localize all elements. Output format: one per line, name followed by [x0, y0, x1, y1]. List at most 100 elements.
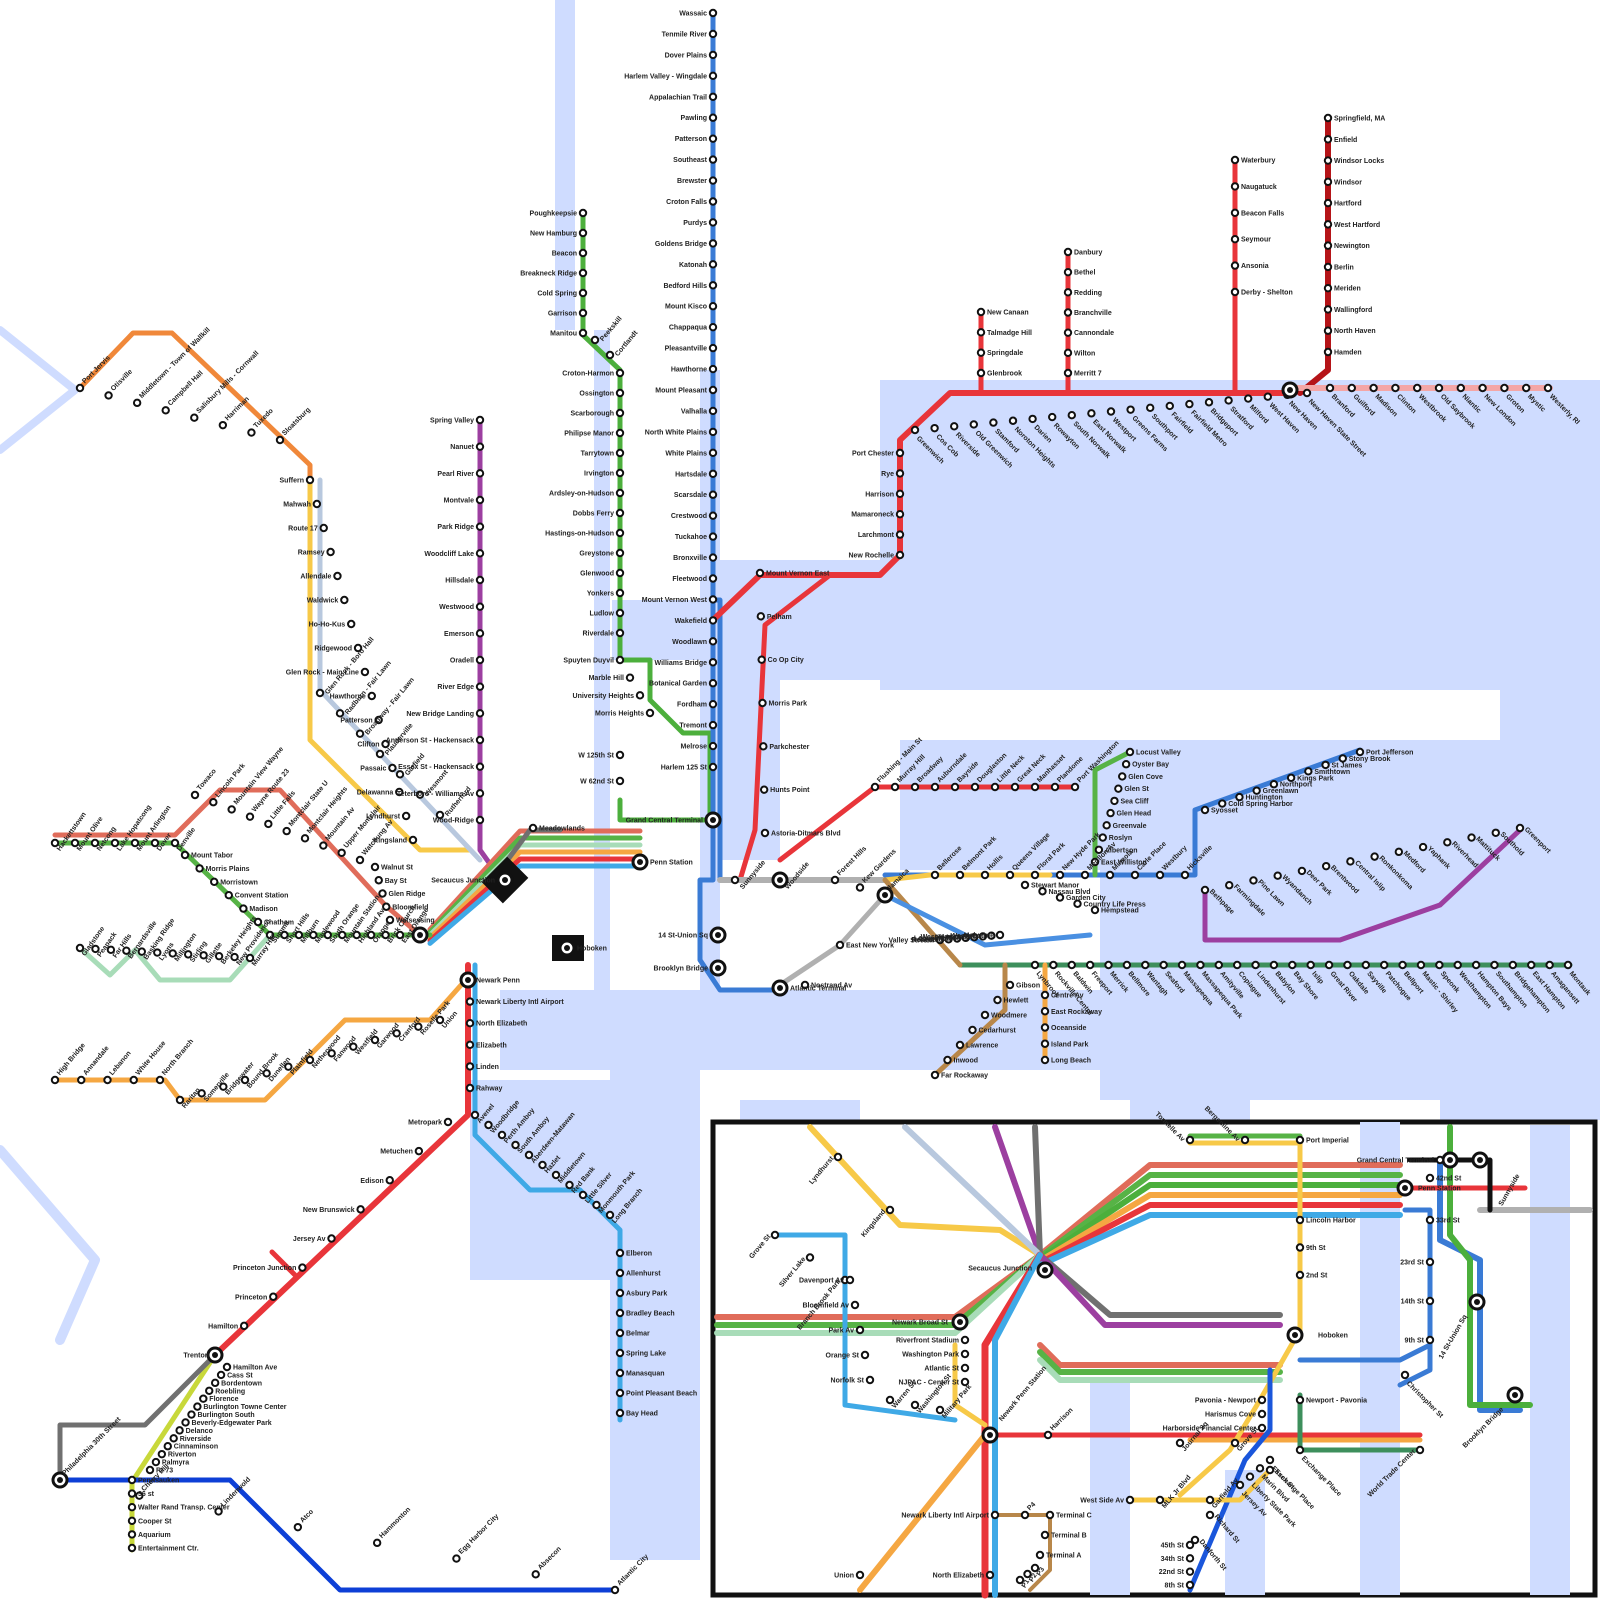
- station-breakneck-ridge[interactable]: [580, 270, 586, 276]
- station-groton[interactable]: [1501, 385, 1507, 391]
- station-hartsdale[interactable]: [710, 471, 716, 477]
- station-florence[interactable]: [200, 1395, 206, 1401]
- station-egg-harbor-city[interactable]: [453, 1555, 459, 1561]
- station-great-neck[interactable]: [1012, 784, 1018, 790]
- station-north-white-plains[interactable]: [710, 429, 716, 435]
- station-seaford[interactable]: [1160, 962, 1166, 968]
- station-irvington[interactable]: [617, 470, 623, 476]
- station-pearl-river[interactable]: [477, 470, 483, 476]
- station-w-62nd-st[interactable]: [617, 778, 623, 784]
- station-pelham[interactable]: [758, 613, 764, 619]
- station-radburn-fair-lawn[interactable]: [337, 710, 343, 716]
- station-hartford[interactable]: [1325, 200, 1331, 206]
- station-long-beach[interactable]: [1042, 1057, 1048, 1063]
- station-mount-tabor[interactable]: [182, 852, 188, 858]
- station-mystic[interactable]: [1523, 385, 1529, 391]
- station-medford[interactable]: [1396, 849, 1402, 855]
- station-harrison[interactable]: [897, 491, 903, 497]
- station-convent-station[interactable]: [226, 892, 232, 898]
- station-45th-st[interactable]: [1187, 1542, 1193, 1548]
- station-garfield-av[interactable]: [1207, 1497, 1213, 1503]
- station-yonkers[interactable]: [617, 590, 623, 596]
- station-harrison[interactable]: [1045, 1432, 1051, 1438]
- station-southampton[interactable]: [1491, 962, 1497, 968]
- station-silver-lake[interactable]: [807, 1254, 813, 1260]
- station-madison[interactable]: [240, 905, 246, 911]
- station-lincoln-harbor[interactable]: [1297, 1217, 1303, 1223]
- station-pine-lawn[interactable]: [1250, 877, 1256, 883]
- station-montclair-state-u[interactable]: [283, 828, 289, 834]
- station-valhalla[interactable]: [710, 408, 716, 414]
- hub-newark-penn[interactable]: [461, 973, 475, 987]
- station-beverly-edgewater-park[interactable]: [182, 1419, 188, 1425]
- hub-new-haven[interactable]: [1283, 383, 1297, 397]
- station-orange-st[interactable]: [862, 1352, 868, 1358]
- station-new-haven-state-street[interactable]: [1304, 390, 1310, 396]
- station-lyndhurst[interactable]: [403, 813, 409, 819]
- station-garfield[interactable]: [397, 771, 403, 777]
- station-merillon-av[interactable]: [1082, 872, 1088, 878]
- station-st-james[interactable]: [1322, 762, 1328, 768]
- station-glen-rock-boro-hall[interactable]: [317, 690, 323, 696]
- station-greens-farms[interactable]: [1127, 406, 1133, 412]
- station-marble-hill[interactable]: [627, 674, 633, 680]
- station-woodcliff-lake[interactable]: [477, 550, 483, 556]
- station-montvale[interactable]: [477, 497, 483, 503]
- station-perth-amboy[interactable]: [499, 1132, 505, 1138]
- station-new-rochelle[interactable]: [897, 552, 903, 558]
- station-morristown[interactable]: [211, 879, 217, 885]
- station-2nd-st[interactable]: [1297, 1272, 1303, 1278]
- station-mount-kisco[interactable]: [710, 303, 716, 309]
- station-west-hartford[interactable]: [1325, 221, 1331, 227]
- station-atlantic-st[interactable]: [962, 1365, 968, 1371]
- station-katonah[interactable]: [710, 261, 716, 267]
- station-lincoln-park[interactable]: [210, 799, 216, 805]
- station-waldwick[interactable]: [341, 597, 347, 603]
- station-mountain-view-wayne[interactable]: [228, 806, 234, 812]
- station-greenport[interactable]: [1517, 825, 1523, 831]
- station-southport[interactable]: [1147, 405, 1153, 411]
- station-middletown[interactable]: [553, 1172, 559, 1178]
- station-watchung-av[interactable]: [357, 857, 363, 863]
- station-harriman[interactable]: [220, 422, 226, 428]
- station-co-op-city[interactable]: [758, 656, 764, 662]
- station-bloomfield-av[interactable]: [852, 1302, 858, 1308]
- station-rye[interactable]: [897, 470, 903, 476]
- station-belmar[interactable]: [617, 1330, 623, 1336]
- station-tenmile-river[interactable]: [710, 31, 716, 37]
- station-kingsland[interactable]: [887, 1207, 893, 1213]
- station-hawthorne[interactable]: [710, 366, 716, 372]
- station-harlem-125-st[interactable]: [710, 764, 716, 770]
- station-centre-av[interactable]: [1042, 992, 1048, 998]
- station-essex-st-hackensack[interactable]: [477, 763, 483, 769]
- station-salisbury-mills-cornwall[interactable]: [191, 415, 197, 421]
- station-montauk[interactable]: [1565, 962, 1571, 968]
- station-niantic[interactable]: [1458, 385, 1464, 391]
- station-teterboro-williams-av[interactable]: [477, 790, 483, 796]
- station-fordham[interactable]: [710, 701, 716, 707]
- station-auburndale[interactable]: [932, 784, 938, 790]
- station-grove-st[interactable]: [772, 1232, 778, 1238]
- station-white-house[interactable]: [131, 1077, 137, 1083]
- station-new-brunswick[interactable]: [357, 1206, 363, 1212]
- station-east-new-york[interactable]: [837, 942, 843, 948]
- station-hicksville[interactable]: [1182, 872, 1188, 878]
- station-south-amboy[interactable]: [512, 1142, 518, 1148]
- station-terminal-a[interactable]: [1037, 1552, 1043, 1558]
- station-dobbs-ferry[interactable]: [617, 510, 623, 516]
- station-montclair-heights[interactable]: [302, 835, 308, 841]
- station-malverne[interactable]: [997, 932, 1003, 938]
- station-garrison[interactable]: [580, 310, 586, 316]
- hub-atlantic-terminal[interactable]: [773, 981, 787, 995]
- station-bethel[interactable]: [1065, 269, 1071, 275]
- station-bayside[interactable]: [952, 784, 958, 790]
- station-amityville[interactable]: [1216, 962, 1222, 968]
- station-babylon[interactable]: [1271, 962, 1277, 968]
- station-enfield[interactable]: [1325, 136, 1331, 142]
- station-darien[interactable]: [1029, 416, 1035, 422]
- station-liberty-state-park[interactable]: [1247, 1473, 1253, 1479]
- station-river-edge[interactable]: [477, 683, 483, 689]
- station-essex-st[interactable]: [1267, 1457, 1273, 1463]
- station-elizabeth[interactable]: [467, 1042, 473, 1048]
- station-ansonia[interactable]: [1232, 262, 1238, 268]
